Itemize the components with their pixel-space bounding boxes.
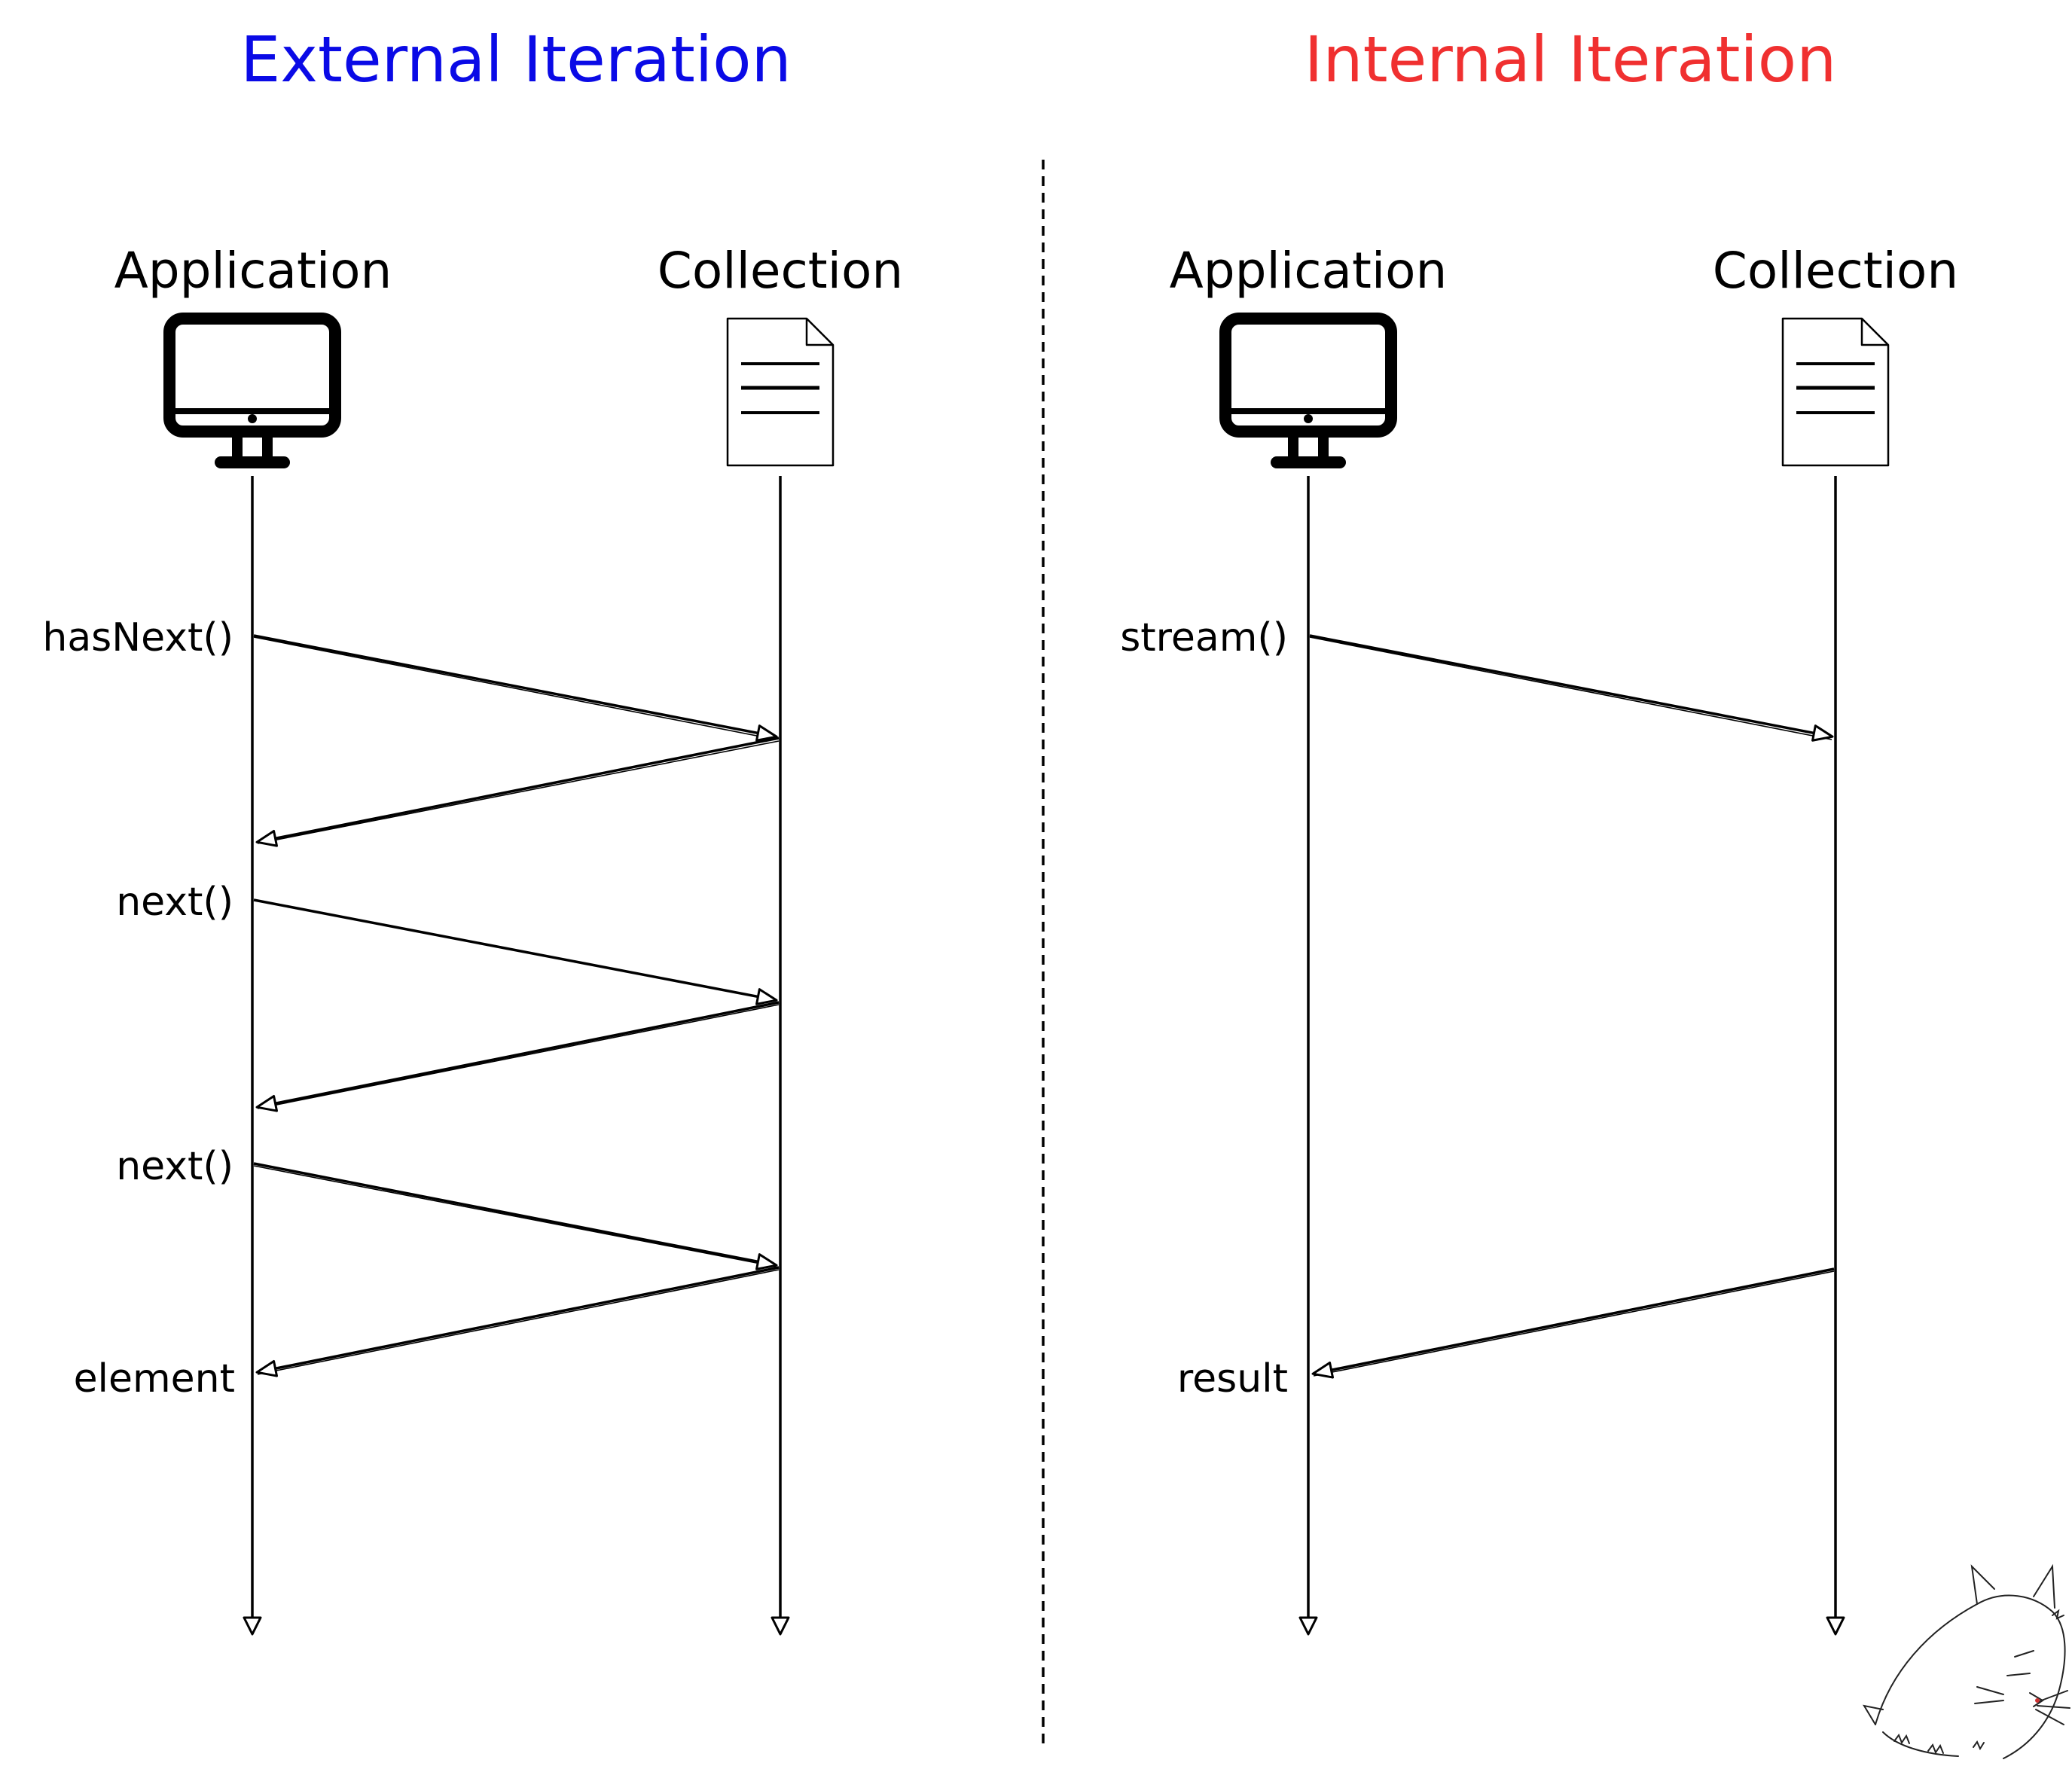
message-label-hasnext: hasNext(): [42, 615, 233, 660]
message-arrow: [253, 634, 778, 742]
message-arrow: [255, 737, 780, 847]
monitor-icon: [1225, 319, 1391, 462]
message-arrow: [255, 1001, 780, 1112]
sleeping-cat-icon: [1862, 1563, 2070, 1759]
message-arrow: [253, 898, 778, 1005]
external-application-label: Application: [114, 242, 392, 300]
document-icon: [1783, 319, 1888, 465]
monitor-icon: [169, 319, 335, 462]
internal-collection-label: Collection: [1713, 242, 1958, 300]
message-label-stream: stream(): [1120, 615, 1288, 660]
message-arrow: [1309, 634, 1834, 742]
message-label-result: result: [1177, 1356, 1288, 1401]
external-iteration-title: External Iteration: [240, 23, 792, 96]
document-icon: [728, 319, 833, 465]
internal-iteration-title: Internal Iteration: [1305, 23, 1837, 96]
message-label-element: element: [74, 1356, 235, 1401]
message-arrow: [253, 1162, 778, 1270]
external-collection-label: Collection: [658, 242, 903, 300]
message-label-next-2: next(): [116, 1144, 233, 1189]
message-arrow: [1311, 1267, 1835, 1379]
internal-application-label: Application: [1170, 242, 1448, 300]
message-label-next-1: next(): [116, 880, 233, 925]
message-arrow: [255, 1266, 780, 1377]
